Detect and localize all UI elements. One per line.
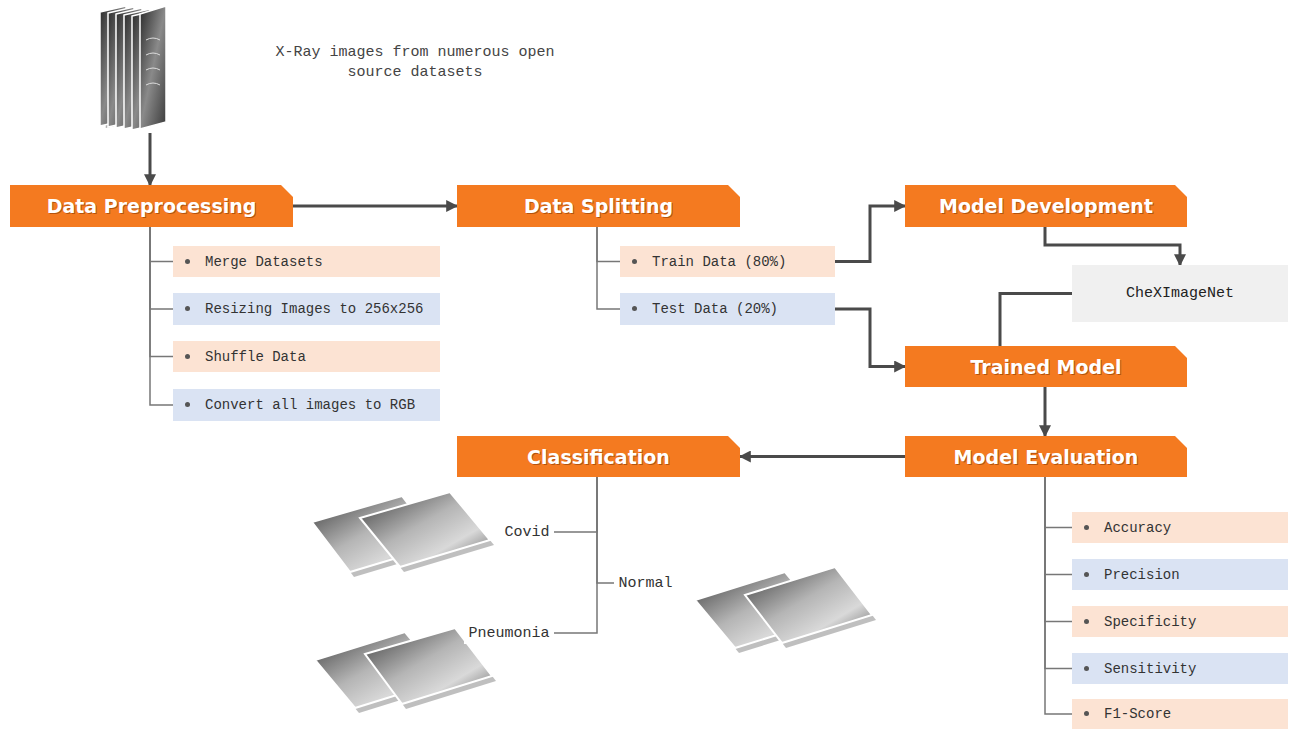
node-text: Model Evaluation	[954, 446, 1139, 468]
node-text: Convert all images to RGB	[205, 397, 415, 413]
tree-line	[1045, 477, 1072, 528]
covid-xray-sheets	[312, 492, 494, 577]
class-label: Pneumonia	[464, 622, 554, 644]
node-text: Precision	[1104, 567, 1180, 583]
tree-line	[1045, 477, 1072, 622]
model-box: CheXImageNet	[1072, 265, 1288, 322]
metric-item: Accuracy	[1072, 512, 1288, 543]
bullet-dot	[1084, 525, 1089, 530]
stage-header: Classification	[457, 436, 740, 477]
normal-xray-sheets	[695, 567, 876, 653]
tree-line	[1045, 477, 1072, 714]
flow-arrow	[1044, 387, 1047, 436]
list-item: Train Data (80%)	[620, 246, 835, 277]
tree-line	[150, 227, 173, 357]
stage-header: Model Development	[905, 185, 1187, 227]
bullet-dot	[185, 402, 190, 407]
bullet-dot	[1084, 711, 1089, 716]
bullet-dot	[1084, 619, 1089, 624]
tree-line	[1045, 477, 1072, 575]
node-text: Merge Datasets	[205, 254, 323, 270]
stage-header: Trained Model	[905, 346, 1187, 387]
node-text: Sensitivity	[1104, 661, 1196, 677]
metric-item: Sensitivity	[1072, 653, 1288, 684]
flow-arrow	[835, 206, 905, 262]
tree-line	[554, 477, 597, 633]
node-text: Model Development	[939, 195, 1153, 217]
flow-arrow	[1000, 294, 1072, 347]
node-text: Test Data (20%)	[652, 301, 778, 317]
node-text: Data Preprocessing	[47, 195, 257, 217]
metric-item: F1-Score	[1072, 699, 1288, 729]
node-text: Classification	[527, 446, 670, 468]
source-images: X-Ray images from numerous open source d…	[95, 3, 605, 133]
stage-header: Data Preprocessing	[10, 185, 293, 227]
bullet-dot	[185, 259, 190, 264]
bullet-dot	[632, 306, 637, 311]
flow-arrow	[293, 205, 457, 208]
tree-line	[1045, 477, 1072, 669]
list-item: Resizing Images to 256x256	[173, 293, 440, 325]
flow-arrow	[740, 455, 905, 458]
bullet-dot	[1084, 572, 1089, 577]
tree-line	[554, 477, 597, 532]
node-text: Train Data (80%)	[652, 254, 786, 270]
xray-stack	[100, 6, 166, 130]
node-text: F1-Score	[1104, 706, 1171, 722]
metric-item: Precision	[1072, 559, 1288, 590]
bullet-dot	[1084, 666, 1089, 671]
tree-line	[597, 227, 620, 262]
stage-header: Model Evaluation	[905, 436, 1187, 477]
tree-line	[150, 227, 173, 262]
bullet-dot	[632, 259, 637, 264]
bullet-dot	[185, 306, 190, 311]
node-text: Pneumonia	[468, 625, 549, 642]
node-text: Trained Model	[970, 356, 1121, 378]
class-label: Normal	[614, 572, 677, 594]
tree-line	[150, 227, 173, 405]
node-text: Covid	[504, 524, 549, 541]
node-text: Data Splitting	[524, 195, 673, 217]
flow-arrow	[149, 133, 152, 185]
tree-line	[150, 227, 173, 309]
list-item: Convert all images to RGB	[173, 389, 440, 421]
node-text: Accuracy	[1104, 520, 1171, 536]
list-item: Merge Datasets	[173, 246, 440, 277]
list-item: Test Data (20%)	[620, 293, 835, 325]
tree-line	[597, 477, 614, 583]
node-text: Resizing Images to 256x256	[205, 301, 423, 317]
tree-line	[597, 227, 620, 309]
list-item: Shuffle Data	[173, 341, 440, 372]
bullet-dot	[185, 354, 190, 359]
class-label: Covid	[500, 521, 554, 543]
node-text: X-Ray images from numerous open source d…	[265, 43, 565, 84]
node-text: CheXImageNet	[1126, 285, 1234, 302]
node-text: Specificity	[1104, 614, 1196, 630]
metric-item: Specificity	[1072, 606, 1288, 637]
node-text: Shuffle Data	[205, 349, 306, 365]
node-text: Normal	[618, 575, 672, 592]
flow-arrow	[835, 309, 905, 367]
stage-header: Data Splitting	[457, 185, 740, 227]
flow-arrow	[1045, 227, 1180, 265]
